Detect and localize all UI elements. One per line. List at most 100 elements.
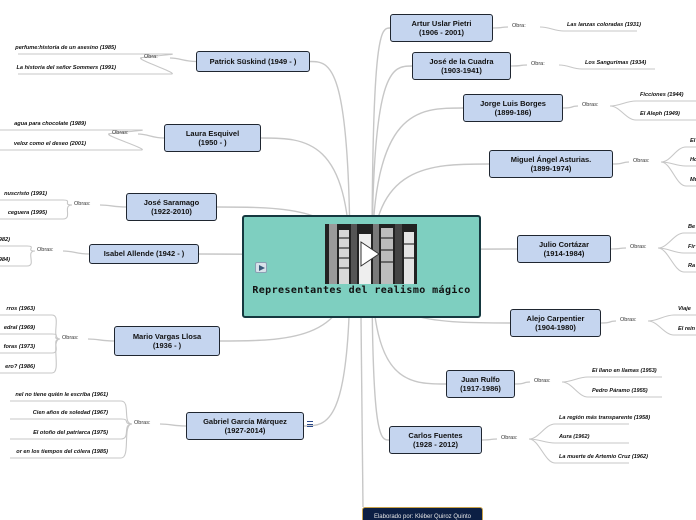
author-name: Juan Rulfo (461, 374, 500, 384)
author-node-cuadra[interactable]: José de la Cuadra(1903-1941) (412, 52, 511, 80)
author-years: (1927-2014) (224, 426, 266, 435)
connector-line (371, 107, 464, 267)
connector-line (18, 57, 173, 75)
central-topic-title: Representantes del realismo mágico (252, 285, 471, 296)
author-node-suskind[interactable]: Patrick Süskind (1949 - ) (196, 51, 310, 72)
central-topic[interactable]: Representantes del realismo mágico (242, 215, 481, 318)
author-node-allende[interactable]: Isabel Allende (1942 - ) (89, 244, 199, 264)
author-years: (1899-1974) (530, 164, 572, 173)
work-title[interactable]: or en los tiempos del cólera (1985) (16, 449, 108, 455)
work-title[interactable]: El llano en llamas (1953) (592, 368, 657, 374)
author-years: (1899-186) (494, 108, 532, 117)
work-title[interactable]: El otoño del patriarca (1975) (33, 430, 108, 436)
work-title[interactable]: nel no tiene quién le escriba (1961) (15, 392, 108, 398)
work-title[interactable]: Aura (1962) (559, 434, 590, 440)
work-title[interactable]: La muerte de Artemio Cruz (1962) (559, 454, 649, 460)
works-label: Obras: (630, 244, 647, 250)
connector-line (647, 320, 696, 336)
works-label: Obras: (74, 201, 91, 207)
work-title[interactable]: Las lanzas coloradas (1931) (567, 22, 641, 28)
connector-line (481, 438, 498, 441)
connector-line (10, 418, 133, 425)
connector-line (137, 133, 165, 139)
work-title[interactable]: La historia del señor Sommers (1991) (16, 65, 116, 71)
notes-icon[interactable] (307, 421, 313, 427)
author-node-garcia[interactable]: Gabriel García Márquez(1927-2014) (186, 412, 304, 440)
author-node-vargas[interactable]: Mario Vargas Llosa(1936 - ) (114, 326, 220, 356)
connector-line (87, 338, 115, 342)
work-title[interactable]: Hc (690, 157, 696, 163)
author-years: (1950 - ) (198, 138, 227, 147)
work-title[interactable]: Pedro Páramo (1955) (592, 388, 648, 394)
author-years: (1936 - ) (152, 341, 182, 350)
connector-line (371, 265, 390, 441)
connector-line (514, 381, 531, 385)
author-node-saramago[interactable]: José Saramago(1922-2010) (126, 193, 217, 221)
work-title[interactable]: agua para chocolate (1989) (14, 121, 86, 127)
connector-line (169, 57, 197, 63)
work-title[interactable]: 984) (0, 257, 10, 263)
connector-line (528, 438, 629, 464)
work-title[interactable]: ero? (1986) (5, 364, 35, 370)
connector-line (610, 247, 627, 250)
author-name: Carlos Fuentes (408, 430, 463, 440)
author-node-asturias[interactable]: Miguel Ángel Asturias.(1899-1974) (489, 150, 613, 178)
author-name: Alejo Carpentier (526, 313, 585, 323)
author-node-cortazar[interactable]: Julio Cortázar(1914-1984) (517, 235, 611, 263)
connector-line (309, 60, 351, 267)
works-label: Obra: (144, 54, 158, 60)
work-title[interactable]: Be (688, 224, 696, 230)
work-title[interactable]: El rein (678, 326, 696, 332)
work-title[interactable]: Ra (688, 263, 696, 269)
play-icon[interactable] (255, 262, 267, 273)
work-title[interactable]: veloz como el deseo (2001) (13, 141, 86, 147)
author-node-borges[interactable]: Jorge Luis Borges(1899-186) (463, 94, 563, 122)
connector-line (159, 423, 187, 427)
works-label: Obras: (62, 335, 79, 341)
connector-line (360, 317, 364, 508)
work-title[interactable]: La región más transparente (1958) (559, 415, 651, 421)
work-title[interactable]: rros (1963) (6, 306, 35, 312)
works-label: Obras: (582, 102, 599, 108)
works-label: Obras: (112, 130, 129, 136)
work-title[interactable]: nuscristo (1991) (4, 191, 47, 197)
author-years: (1906 - 2001) (418, 28, 465, 37)
work-title[interactable]: Mu (690, 177, 696, 183)
author-name: José Saramago (143, 197, 200, 207)
work-title[interactable]: Viaje (678, 306, 691, 312)
connector-line (0, 338, 61, 374)
work-title[interactable]: Ficciones (1944) (640, 92, 684, 98)
connector-line (561, 381, 662, 398)
author-node-fuentes[interactable]: Carlos Fuentes(1928 - 2012) (389, 426, 482, 454)
work-title[interactable]: foras (1973) (3, 344, 35, 350)
connector-line (0, 314, 61, 340)
works-label: Obras: (134, 420, 151, 426)
connector-line (371, 27, 391, 267)
work-title[interactable]: El (690, 138, 696, 144)
connector-line (528, 423, 629, 440)
work-title[interactable]: Los Sangurimas (1934) (585, 60, 647, 66)
author-node-carpentier[interactable]: Alejo Carpentier(1904-1980) (510, 309, 601, 337)
connector-line (99, 204, 127, 208)
work-title[interactable]: El Aleph (1949) (640, 111, 680, 117)
author-node-esquivel[interactable]: Laura Esquivel(1950 - ) (164, 124, 261, 152)
connector-line (62, 250, 90, 255)
author-node-rulfo[interactable]: Juan Rulfo(1917-1986) (446, 370, 515, 398)
works-label: Obra: (512, 23, 526, 29)
author-name: Laura Esquivel (185, 128, 240, 138)
author-node-uslar[interactable]: Artur Uslar Pietri(1906 - 2001) (390, 14, 493, 42)
work-title[interactable]: perfume:historia de un asesino (1985) (15, 45, 116, 51)
author-credit: Elaborado por: Kléber Quiroz Quinto (362, 507, 483, 520)
connector-line (660, 146, 696, 163)
work-title[interactable]: ceguera (1995) (7, 210, 47, 216)
connector-line (657, 247, 696, 273)
author-name: José de la Cuadra (429, 56, 494, 66)
work-title[interactable]: Cien años de soledad (1967) (32, 410, 108, 416)
work-title[interactable]: edral (1969) (3, 325, 35, 331)
author-name: Miguel Ángel Asturias. (510, 154, 592, 164)
work-title[interactable]: Fir (688, 244, 696, 250)
work-title[interactable]: 982) (0, 237, 10, 243)
connector-line (510, 64, 528, 67)
works-label: Obras: (501, 435, 518, 441)
